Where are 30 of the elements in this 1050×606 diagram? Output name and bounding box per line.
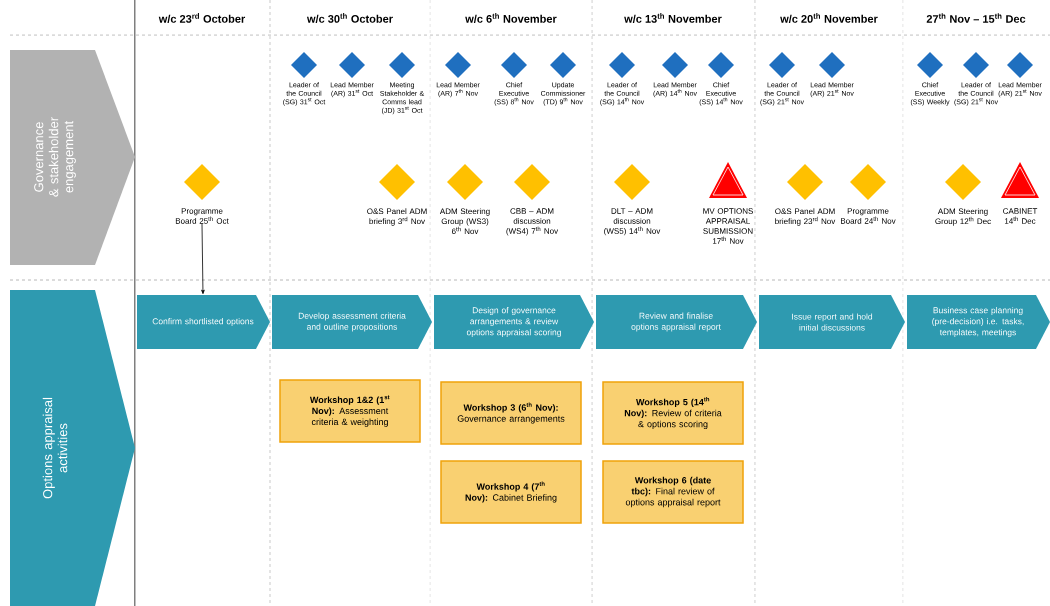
workshop-box: Workshop 4 (7$^{th}$ Nov): Cabinet Briefing — [440, 460, 582, 524]
column-header: 27$^{th}$ Nov – 15$^{th}$ Dec — [926, 13, 1026, 23]
workshop-box: Workshop 6 (date tbc): Final review of options appraisal report — [602, 460, 744, 524]
node-label: Programme Board 25$^{th}$ Oct — [175, 208, 229, 224]
warning-triangle: CABINET 14$^{th}$ Dec — [1001, 162, 1039, 224]
column-header: w/c 13$^{th}$ November — [624, 13, 722, 23]
column-header: w/c 30$^{th}$ October — [306, 13, 393, 23]
node-label: DLT – ADM discussion (WS5) 14$^{th}$ Nov — [604, 208, 661, 236]
node-label: ADM Steering Group (WS3) 6$^{th}$ Nov — [439, 208, 490, 235]
process-step: Confirm shortlisted options — [137, 295, 270, 349]
process-step: Business case planning (pre-decision) i.e. tasks, templates, meetings — [907, 295, 1050, 349]
process-step: Issue report and hold initial discussions — [759, 295, 905, 349]
node-label: O&S Panel ADM briefing 3$^{rd}$ Nov — [367, 208, 427, 226]
column-header: w/c 6$^{th}$ November — [465, 13, 557, 23]
process-step: Develop assessment criteria and outline propositions — [272, 295, 432, 349]
node-label: Programme Board 24$^{th}$ Nov — [841, 208, 896, 224]
workshop-box: Workshop 1&2 (1$^{st}$ Nov): Assessment criteria & weighting — [279, 379, 421, 443]
process-step: Review and finalise options appraisal report — [596, 295, 757, 349]
node-label: ADM Steering Group 12$^{th}$ Dec — [935, 208, 991, 226]
workshop-box: Workshop 3 (6$^{th}$ Nov): Governance arrangements — [440, 381, 582, 445]
node-label: MV OPTIONS APPRAISAL SUBMISSION 17$^{th}$ Nov — [703, 208, 753, 244]
workshop-box: Workshop 5 (14$^{th}$ Nov): Review of criteria & options scoring — [602, 381, 744, 445]
node-label: CBB – ADM discussion (WS4) 7$^{th}$ Nov — [506, 208, 559, 236]
node-label: CABINET 14$^{th}$ Dec — [1003, 208, 1038, 224]
column-header: w/c 20$^{th}$ November — [780, 13, 878, 23]
process-step: Design of governance arrangements & review options appraisal scoring — [434, 295, 594, 349]
column-header: w/c 23$^{rd}$ October — [158, 13, 246, 23]
arrow — [201, 223, 205, 295]
warning-triangle: MV OPTIONS APPRAISAL SUBMISSION 17$^{th}$ Nov — [703, 162, 753, 244]
node-label: O&S Panel ADM briefing 23$^{rd}$ Nov — [775, 208, 836, 226]
